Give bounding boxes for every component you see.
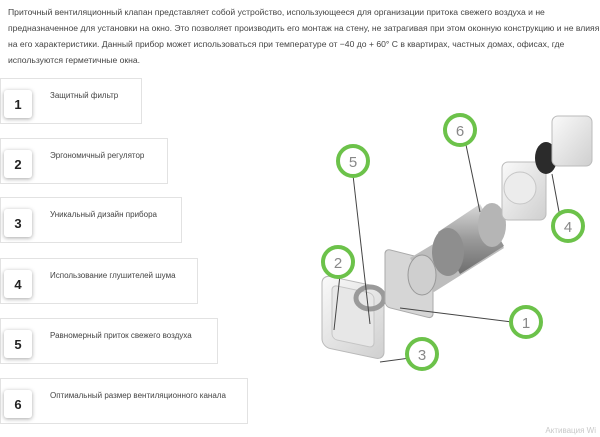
feature-label: Защитный фильтр [50, 91, 119, 100]
svg-text:1: 1 [522, 315, 530, 332]
feature-label: Оптимальный размер вентиляционного канал… [50, 391, 226, 400]
callout-marker-6: 6 [443, 113, 477, 147]
callout-marker-4: 4 [551, 209, 585, 243]
feature-card [0, 258, 198, 304]
callout-marker-3: 3 [405, 337, 439, 371]
feature-label: Использование глушителей шума [50, 271, 176, 280]
feature-number: 4 [4, 270, 32, 298]
callout-marker-2: 2 [321, 245, 355, 279]
feature-label: Равномерный приток свежего воздуха [50, 331, 192, 340]
callout-marker-5: 5 [336, 144, 370, 178]
feature-label: Уникальный дизайн прибора [50, 210, 157, 219]
feature-number: 2 [4, 150, 32, 178]
watermark-text: Активация Wi [545, 426, 596, 435]
feature-number: 6 [4, 390, 32, 418]
feature-label: Эргономичный регулятор [50, 151, 145, 160]
feature-card [0, 318, 218, 364]
svg-text:6: 6 [456, 123, 464, 140]
feature-card [0, 378, 248, 424]
outer-grille-part [551, 115, 593, 167]
feature-number: 1 [4, 90, 32, 118]
svg-text:3: 3 [418, 347, 426, 364]
outer-cap-part [501, 161, 547, 221]
regulator-part [353, 284, 387, 312]
svg-text:5: 5 [349, 154, 357, 171]
intro-text: Приточный вентиляционный клапан представ… [8, 7, 600, 65]
noise-absorber-part [432, 203, 506, 276]
feature-number: 3 [4, 209, 32, 237]
feature-number: 5 [4, 330, 32, 358]
valve-exploded-diagram: 5 6 2 4 1 3 [321, 113, 593, 371]
svg-text:4: 4 [564, 219, 572, 236]
callout-marker-1: 1 [509, 305, 543, 339]
svg-text:2: 2 [334, 255, 342, 272]
